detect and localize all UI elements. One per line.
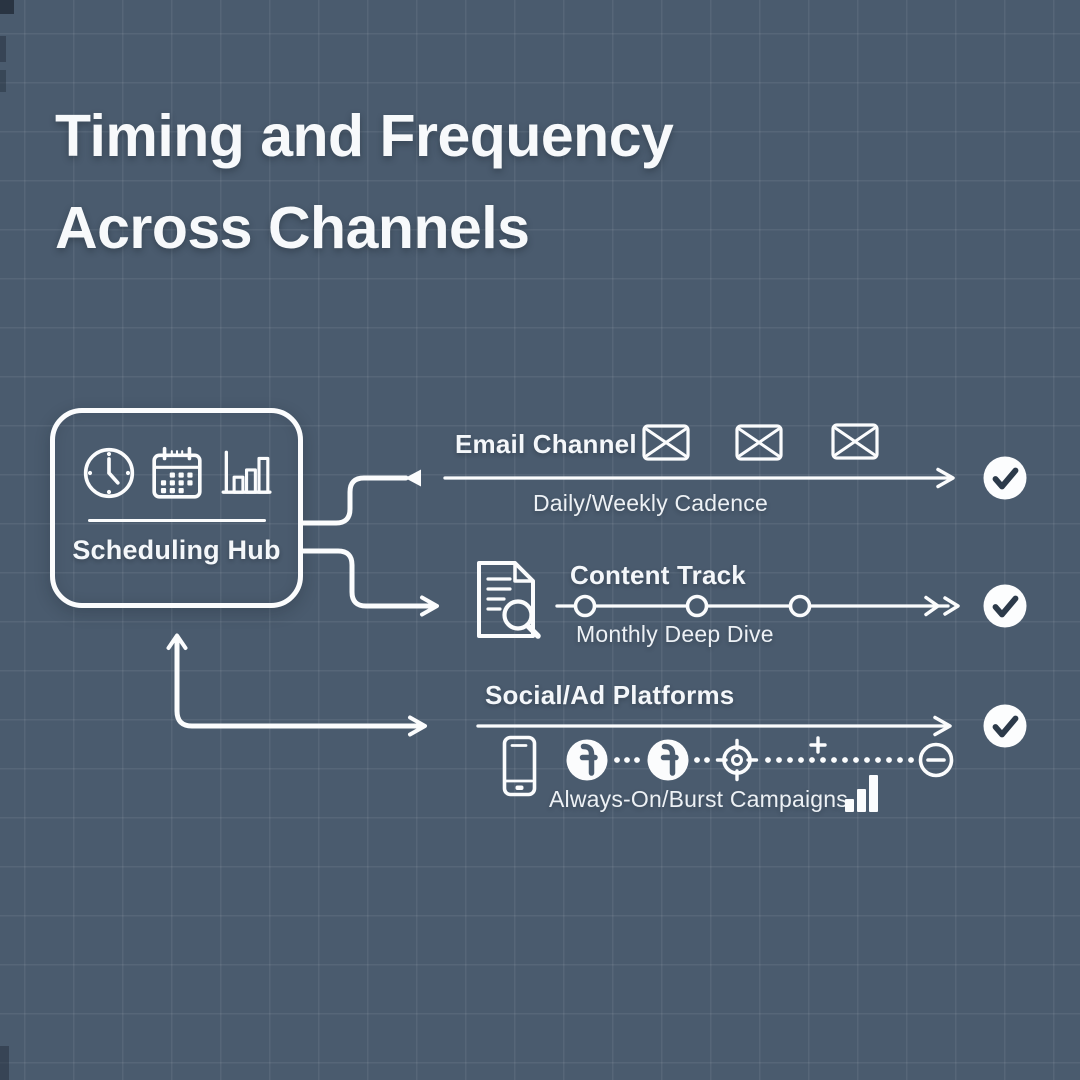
email-channel-label: Email Channel xyxy=(455,429,637,459)
calendar-icon xyxy=(151,446,202,499)
milestone-node xyxy=(788,594,812,618)
clock-icon xyxy=(83,447,134,499)
document-search-icon xyxy=(477,561,541,639)
smartphone-icon xyxy=(502,735,537,797)
arrowhead-left xyxy=(405,469,421,487)
arrowhead-up xyxy=(166,633,188,650)
target-icon xyxy=(715,738,759,782)
milestone-node xyxy=(573,594,597,618)
social-cadence-sublabel: Always-On/Burst Campaigns xyxy=(549,786,848,812)
minus-circle-icon xyxy=(918,742,954,778)
arrowhead-right xyxy=(420,595,439,617)
arrowhead-right xyxy=(943,596,960,616)
arrowhead-right xyxy=(936,467,955,489)
scheduling-hub-box: Scheduling Hub xyxy=(50,408,303,608)
email-cadence-sublabel: Daily/Weekly Cadence xyxy=(533,490,768,516)
connector-hub-to-email xyxy=(300,469,421,526)
corner-mark xyxy=(0,0,14,14)
calendar-day-dots xyxy=(160,472,193,494)
connector-hub-to-social xyxy=(166,633,427,737)
edge-mark xyxy=(0,36,6,62)
envelope-icon xyxy=(831,423,879,460)
chevron-right xyxy=(924,595,940,617)
content-track-label: Content Track xyxy=(570,560,746,590)
envelope-icon xyxy=(642,424,690,461)
envelope-icon xyxy=(735,424,783,461)
edge-mark xyxy=(0,1046,9,1080)
social-flow-line xyxy=(476,715,952,737)
page-title: Timing and Frequency Across Channels xyxy=(55,90,674,274)
hub-divider xyxy=(87,519,266,522)
plus-icon xyxy=(809,736,827,754)
arrowhead-right xyxy=(933,715,952,737)
connector-hub-to-content xyxy=(300,548,439,617)
check-icon xyxy=(983,704,1027,748)
facebook-icon xyxy=(566,739,608,781)
dotted-connector xyxy=(765,757,914,763)
check-icon xyxy=(983,456,1027,500)
email-flow-line xyxy=(443,467,955,489)
check-icon xyxy=(983,584,1027,628)
edge-mark xyxy=(0,70,6,92)
facebook-icon xyxy=(647,739,689,781)
bar-chart-filled-icon xyxy=(845,775,878,812)
bar-chart-icon xyxy=(221,450,272,494)
hub-label: Scheduling Hub xyxy=(72,535,281,565)
page-title-line2: Across Channels xyxy=(55,195,530,261)
social-platforms-label: Social/Ad Platforms xyxy=(485,680,735,710)
dotted-connector xyxy=(614,757,640,763)
milestone-node xyxy=(685,594,709,618)
content-flow-line xyxy=(555,594,960,618)
dotted-connector xyxy=(694,757,710,763)
hub-icon-row xyxy=(81,445,273,501)
content-cadence-sublabel: Monthly Deep Dive xyxy=(576,621,774,647)
arrowhead-right xyxy=(408,715,427,737)
page-title-line1: Timing and Frequency xyxy=(55,103,674,169)
